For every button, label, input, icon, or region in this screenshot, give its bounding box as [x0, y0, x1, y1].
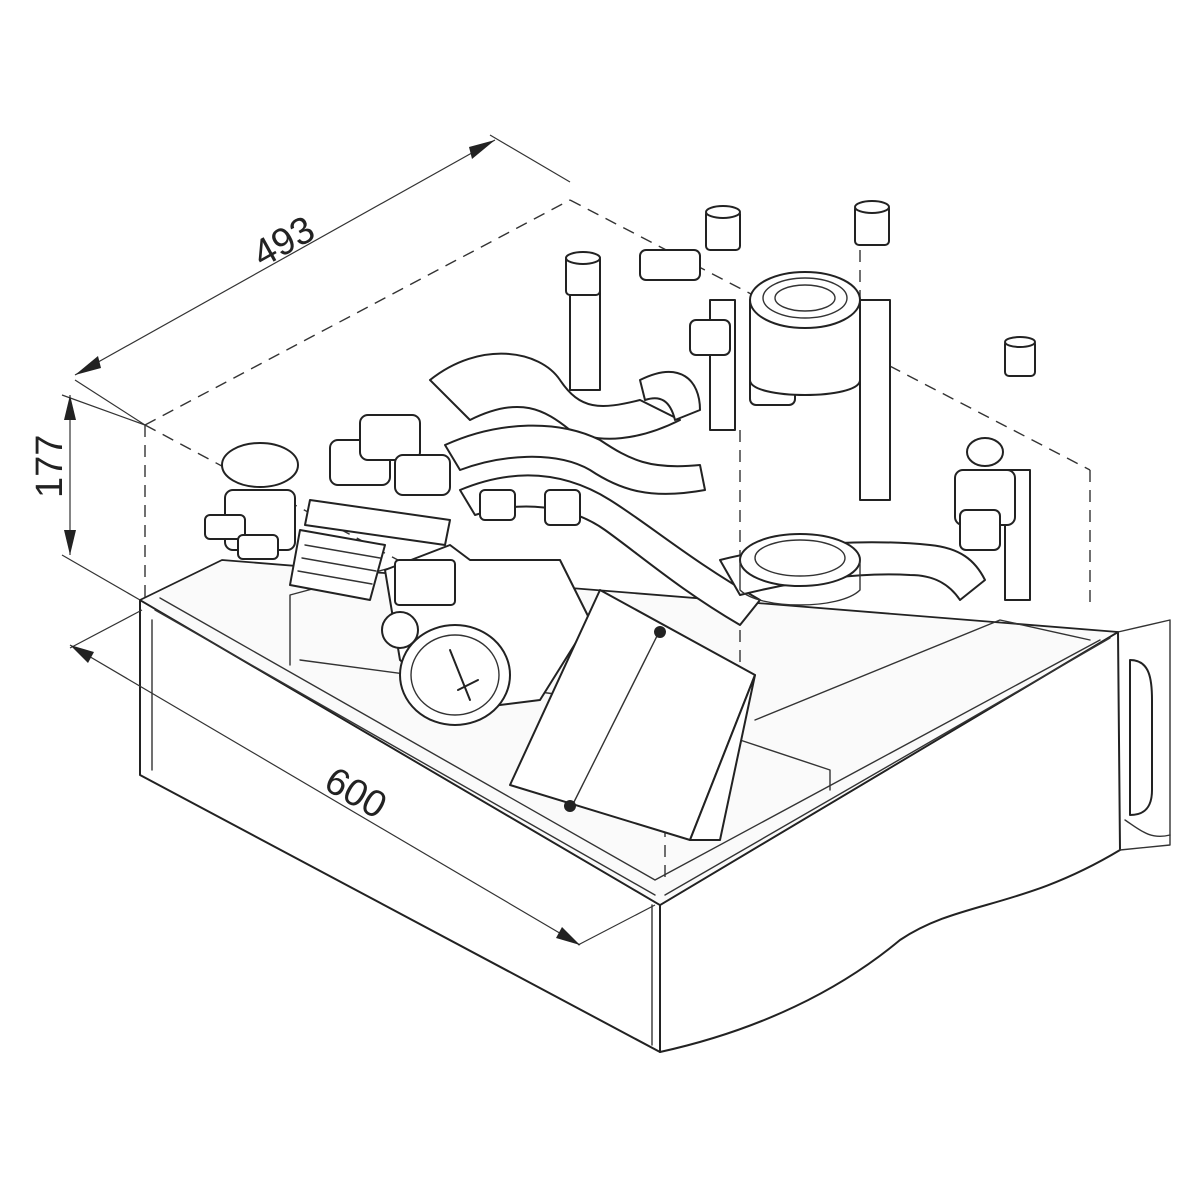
- flue-outlet: [739, 533, 861, 606]
- cover-plate: [509, 589, 756, 841]
- height-label: 177: [29, 435, 71, 498]
- pump-unit: [381, 544, 591, 726]
- expansion-vessel: [749, 271, 861, 396]
- dimension-height: 177: [29, 394, 146, 601]
- valve-fittings: [204, 200, 1036, 560]
- plate-heat-exchanger: [289, 529, 386, 601]
- depth-label: 493: [246, 208, 322, 275]
